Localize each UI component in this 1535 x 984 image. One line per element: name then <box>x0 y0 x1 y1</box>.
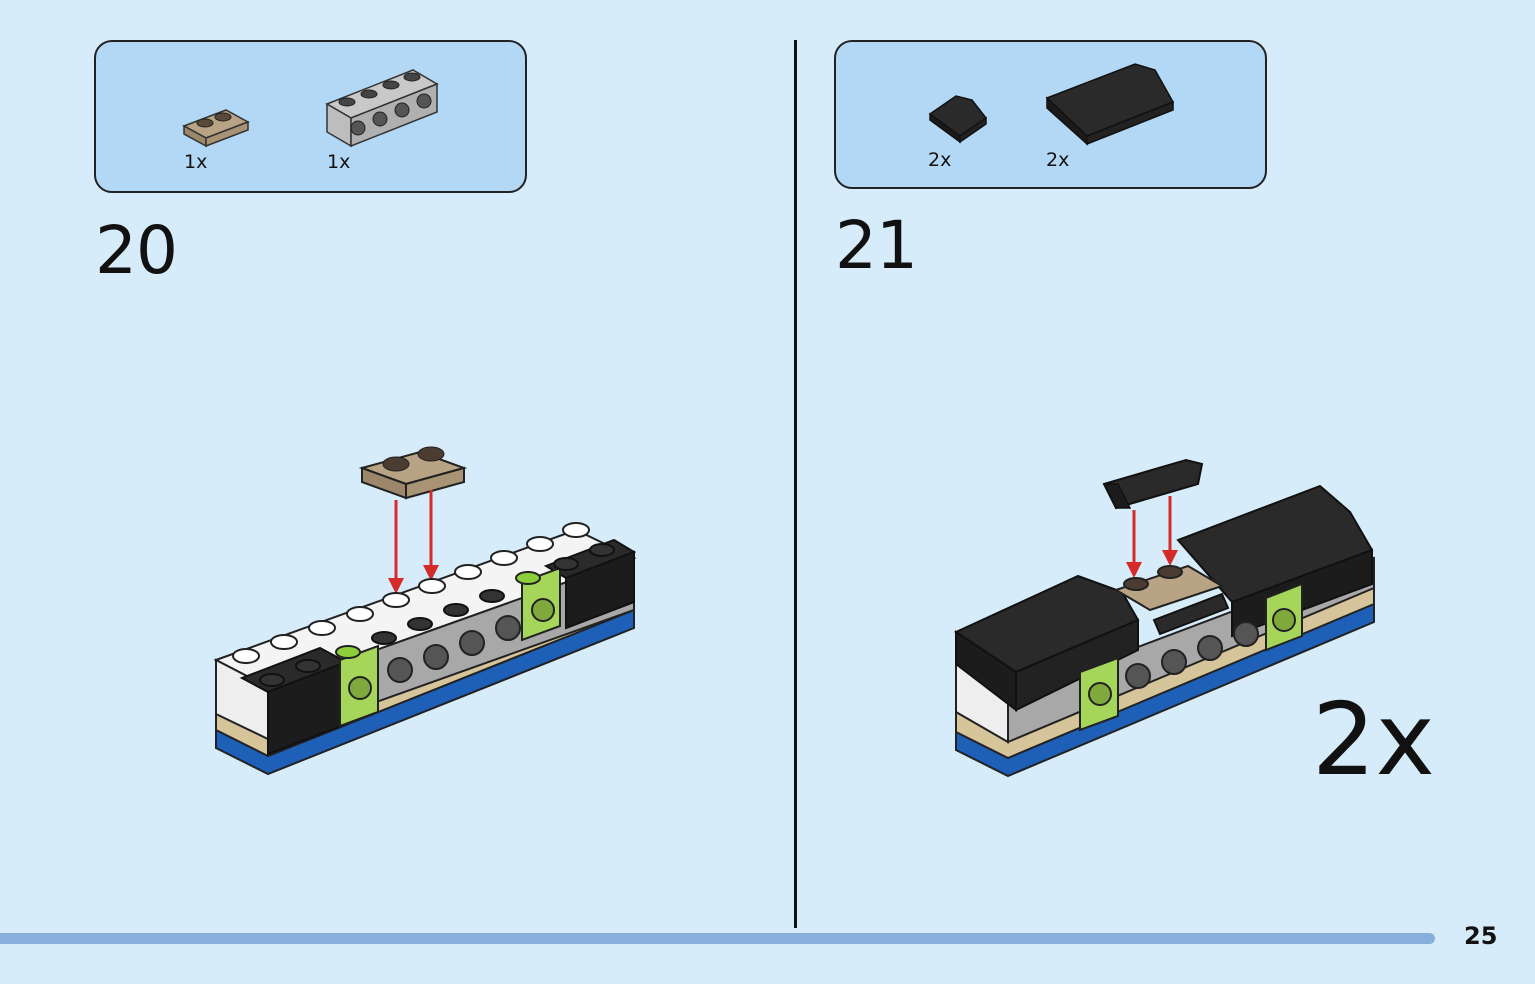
step-divider <box>794 40 797 928</box>
gray-brick-part <box>325 69 439 148</box>
progress-bar <box>0 933 1435 944</box>
parts-callout-step-21 <box>834 40 1267 189</box>
step-21-model-illustration <box>953 458 1375 778</box>
step-number-21: 21 <box>835 207 918 284</box>
build-multiplier: 2x <box>1312 681 1435 798</box>
step-number-20: 20 <box>95 212 178 289</box>
step-20-model-illustration <box>213 446 637 776</box>
part-qty-gray-brick: 1x <box>327 151 351 173</box>
part-qty-black-slope-small: 2x <box>928 149 952 171</box>
black-slope-small-part <box>928 95 988 144</box>
part-qty-black-curved-slope: 2x <box>1046 149 1070 171</box>
part-qty-tan-plate: 1x <box>184 151 208 173</box>
black-curved-slope-part <box>1045 63 1175 146</box>
page-number: 25 <box>1464 922 1498 950</box>
tan-plate-part <box>182 109 250 148</box>
parts-callout-step-20 <box>94 40 527 193</box>
